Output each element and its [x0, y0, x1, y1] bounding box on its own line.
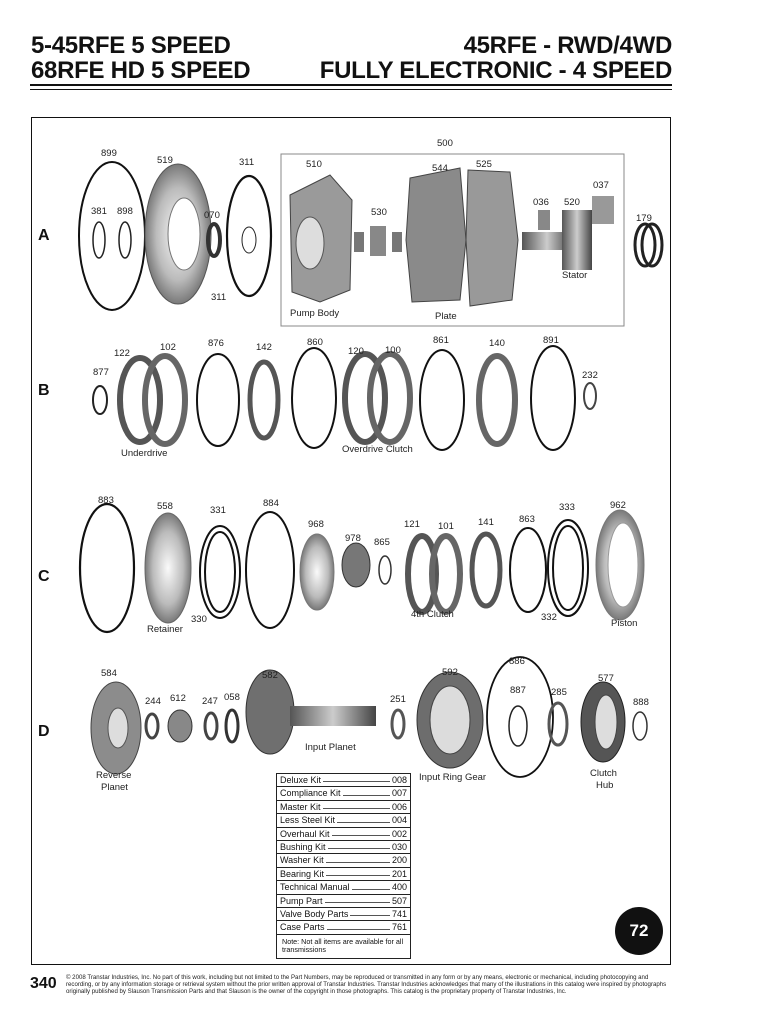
header-rule [30, 84, 672, 86]
caption-piston: Piston [611, 618, 638, 629]
kit-note: Note: Not all items are available for al… [282, 936, 404, 954]
caption-underdrive: Underdrive [121, 448, 168, 459]
part-number: 244 [145, 696, 161, 707]
caption-clutch-hub: Clutch [590, 768, 617, 779]
caption-4th-clutch: 4th Clutch [411, 609, 454, 620]
page-badge: 72 [615, 907, 663, 955]
part-number: 612 [170, 693, 186, 704]
part-number: 510 [306, 159, 322, 170]
part-number: 519 [157, 155, 173, 166]
header-left-line2: 68RFE HD 5 SPEED [31, 57, 251, 84]
part-number: 251 [390, 694, 406, 705]
part-number: 865 [374, 537, 390, 548]
part-number: 122 [114, 348, 130, 359]
part-number: 232 [582, 370, 598, 381]
part-number: 333 [559, 502, 575, 513]
part-number: 886 [509, 656, 525, 667]
part-number: 070 [204, 210, 220, 221]
part-number: 582 [262, 670, 278, 681]
caption-input-ring-gear: Input Ring Gear [419, 772, 487, 783]
caption-clutch-hub: Hub [596, 780, 614, 791]
caption-input-planet: Input Planet [305, 742, 356, 753]
part-number: 120 [348, 346, 364, 357]
part-number: 121 [404, 519, 420, 530]
part-number: 332 [541, 612, 557, 623]
part-number: 102 [160, 342, 176, 353]
caption-retainer: Retainer [147, 624, 183, 635]
part-number: 179 [636, 213, 652, 224]
part-number: 141 [478, 517, 494, 528]
part-number: 381 [91, 206, 107, 217]
part-number: 861 [433, 335, 449, 346]
caption-reverse-planet: Reverse [96, 770, 132, 781]
row-label-d: D [38, 723, 50, 740]
part-number: 100 [385, 345, 401, 356]
part-number: 887 [510, 685, 526, 696]
part-number: 500 [437, 138, 453, 149]
part-number: 140 [489, 338, 505, 349]
part-number: 968 [308, 519, 324, 530]
part-number: 577 [598, 673, 614, 684]
part-number: 884 [263, 498, 279, 509]
header-rule-thin [30, 89, 672, 90]
part-number: 520 [564, 197, 580, 208]
part-number: 899 [101, 148, 117, 159]
part-number: 101 [438, 521, 454, 532]
part-number: 331 [210, 505, 226, 516]
part-number: 888 [633, 697, 649, 708]
row-label-c: C [38, 568, 50, 585]
part-number: 530 [371, 207, 387, 218]
part-number: 330 [191, 614, 207, 625]
part-number: 036 [533, 197, 549, 208]
part-number: 247 [202, 696, 218, 707]
part-number: 142 [256, 342, 272, 353]
copyright-notice: © 2008 Transtar Industries, Inc. No part… [66, 974, 667, 996]
part-number: 891 [543, 335, 559, 346]
part-number: 877 [93, 367, 109, 378]
part-number: 860 [307, 337, 323, 348]
part-number: 311 [211, 292, 227, 303]
part-number: 978 [345, 533, 361, 544]
row-label-b: B [38, 382, 50, 399]
part-number: 558 [157, 501, 173, 512]
header-right-line1: 45RFE - RWD/4WD [463, 32, 673, 59]
caption-pump-body: Pump Body [290, 308, 340, 319]
part-number: 544 [432, 163, 448, 174]
part-number: 037 [593, 180, 609, 191]
caption-stator: Stator [562, 270, 588, 281]
part-number: 058 [224, 692, 240, 703]
part-number: 592 [442, 667, 458, 678]
caption-reverse-planet: Planet [101, 782, 128, 793]
part-number: 863 [519, 514, 535, 525]
part-number: 962 [610, 500, 626, 511]
part-number: 883 [98, 495, 114, 506]
header-left-line1: 5-45RFE 5 SPEED [31, 32, 231, 59]
diagram-frame [31, 117, 671, 965]
row-label-a: A [38, 227, 50, 244]
part-number: 285 [551, 687, 567, 698]
part-number: 584 [101, 668, 117, 679]
caption-plate: Plate [435, 311, 457, 322]
caption-overdrive-clutch: Overdrive Clutch [342, 444, 413, 455]
part-number: 525 [476, 159, 492, 170]
part-number: 898 [117, 206, 133, 217]
part-number: 876 [208, 338, 224, 349]
header-right-line2: FULLY ELECTRONIC - 4 SPEED [319, 57, 673, 84]
page-number: 340 [30, 975, 57, 992]
part-number: 311 [239, 157, 255, 168]
